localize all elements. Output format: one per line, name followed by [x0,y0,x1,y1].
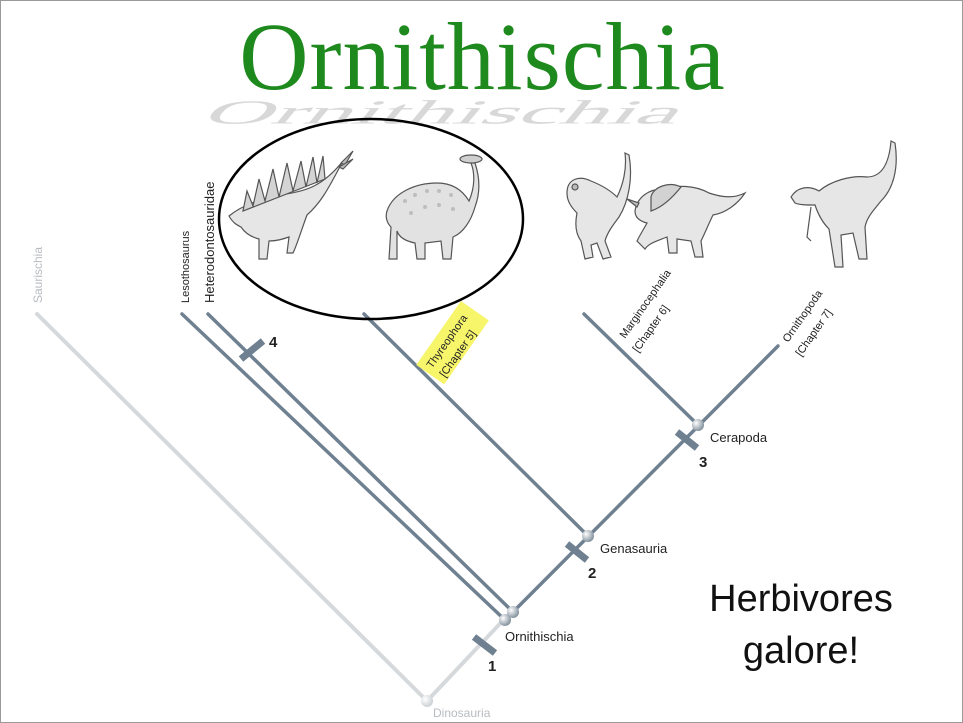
node-dinosauria [421,695,433,707]
label-cerapoda: Cerapoda [710,430,768,445]
pachycephalosaurus-illustration [566,151,632,260]
branch-marginocephalia [582,312,700,427]
title-area: Ornithischia Ornithischia [1,1,962,132]
ankylosaurus-illustration [385,154,483,260]
branch-saurischia [35,312,429,703]
branch-stem-ornithischia [425,610,513,703]
node-number-2: 2 [588,565,596,582]
bar-node-1 [471,634,498,656]
ornithopod-illustration [790,140,897,268]
bar-node-2 [564,541,590,563]
label-lesothosaurus: Lesothosaurus [180,230,192,303]
label-heterodontosauridae: Heterodontosauridae [202,182,217,303]
thyreophora-highlight [416,301,489,385]
label-genasauria: Genasauria [600,541,668,556]
node-number-4: 4 [269,334,278,351]
stegosaurus-illustration [228,150,354,260]
herbivores-note-line2: galore! [742,630,860,672]
thyreophora-circle [217,117,525,321]
node-cerapoda [692,419,704,431]
branch-heterodontosauridae [206,312,515,614]
branch-thyreophora [362,312,590,538]
node-number-1: 1 [488,658,496,675]
bar-node-3 [674,429,700,451]
label-saurischia: Saurischia [31,247,45,303]
herbivores-note: Herbivores galore! [661,573,941,677]
bar-node-4 [238,338,266,362]
slide-title: Ornithischia [239,3,726,110]
ceratopsian-illustration [626,184,747,258]
label-dinosauria: Dinosauria [433,706,491,720]
node-number-3: 3 [699,454,707,471]
label-ornithischia: Ornithischia [505,629,574,644]
node-ornithischia-a [499,614,511,626]
branch-lesothosaurus [180,312,507,622]
node-ornithischia-b [507,606,519,618]
node-genasauria [582,530,594,542]
branch-main-spine [503,344,780,622]
herbivores-note-line1: Herbivores [709,578,893,620]
